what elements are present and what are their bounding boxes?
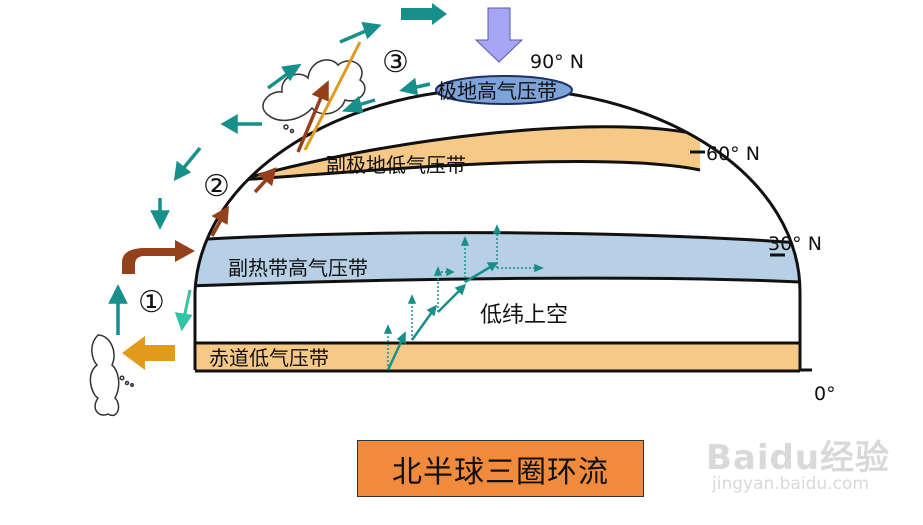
polar-cap (435, 75, 573, 105)
watermark-url: jingyan.baidu.com (712, 474, 869, 494)
lat30-label: 30° N (768, 233, 822, 255)
subtropical-high-band (195, 232, 800, 286)
subpolar-low-label: 副极地低气压带 (326, 153, 466, 177)
subtropical-descending-arrow (174, 289, 193, 332)
diagram-title: 北半球三圈环流 (392, 454, 609, 490)
teal-circulation-arrows (108, 21, 431, 335)
subpolar-low-band (240, 126, 700, 180)
polar-high-label: 极地高气压带 (437, 79, 557, 103)
cell-2-label: ② (203, 169, 230, 204)
equatorial-low-band (195, 343, 800, 370)
subtropical-high-label: 副热带高气压带 (228, 256, 368, 280)
watermark-brand: Baidu经验 (706, 438, 891, 478)
upper-air-label: 低纬上空 (480, 303, 568, 328)
title-box: 北半球三圈环流 (357, 440, 644, 497)
equatorial-low-label: 赤道低气压带 (209, 346, 329, 370)
westerly-upper-arrow (401, 3, 447, 25)
polar-descending-arrow (474, 7, 524, 63)
lat90-label: 90° N (530, 51, 584, 73)
cloud-icon-lower (89, 334, 134, 417)
lat0-label: 0° (814, 383, 836, 405)
brown-rising-arrows (210, 80, 329, 237)
cell-1-label: ① (138, 285, 165, 320)
low-latitude-wind-arrows (383, 224, 544, 371)
polar-front-line (303, 41, 362, 151)
lat60-label: 60° N (706, 143, 760, 165)
cell-3-label: ③ (382, 45, 409, 80)
equatorial-inflow-arrow (122, 336, 175, 370)
equatorial-rising-turn-arrow (122, 240, 195, 274)
hemisphere-fill (195, 88, 800, 370)
